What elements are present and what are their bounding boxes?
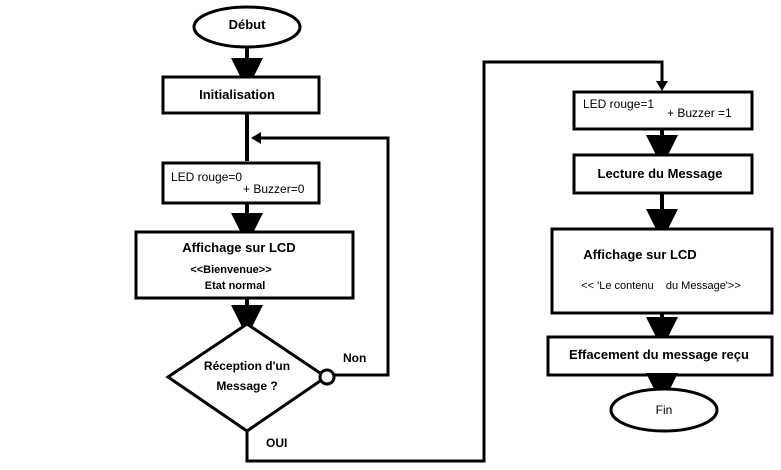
no-label: Non <box>343 351 366 365</box>
yes-label: OUI <box>266 436 287 450</box>
display-welcome-box <box>134 230 355 300</box>
buzzer-off-label: + Buzzer=0 <box>243 182 305 196</box>
display-message-box <box>550 227 774 315</box>
led-on-label: LED rouge=1 <box>583 97 654 111</box>
erase-label: Effacement du message reçu <box>569 347 749 362</box>
read-label: Lecture du Message <box>598 166 723 181</box>
yes-path-arrowhead <box>656 81 668 91</box>
decision-line1: Réception d'un <box>204 359 290 373</box>
buzzer-on-label: + Buzzer =1 <box>667 106 732 120</box>
display-message-content: << 'Le contenu du Message'>> <box>581 280 741 292</box>
display-message-title: Affichage sur LCD <box>583 247 696 262</box>
led-off-box <box>161 161 321 205</box>
end-label: Fin <box>656 403 673 417</box>
read-box <box>572 153 754 195</box>
led-off-label: LED rouge=0 <box>171 170 242 184</box>
decision-line2: Message ? <box>216 379 277 393</box>
end-oval <box>609 387 719 433</box>
no-loop-arrowhead <box>251 132 261 144</box>
init-box <box>161 75 321 115</box>
display-welcome-line2: Etat normal <box>205 280 266 292</box>
no-loop-line <box>253 136 390 377</box>
yes-path-line <box>245 60 664 463</box>
display-welcome-title: Affichage sur LCD <box>182 240 295 255</box>
start-label: Début <box>229 17 267 32</box>
decision-diamond <box>165 322 329 433</box>
no-connector-circle <box>318 368 336 386</box>
display-welcome-line1: <<Bienvenue>> <box>190 264 271 276</box>
init-label: Initialisation <box>199 87 275 102</box>
